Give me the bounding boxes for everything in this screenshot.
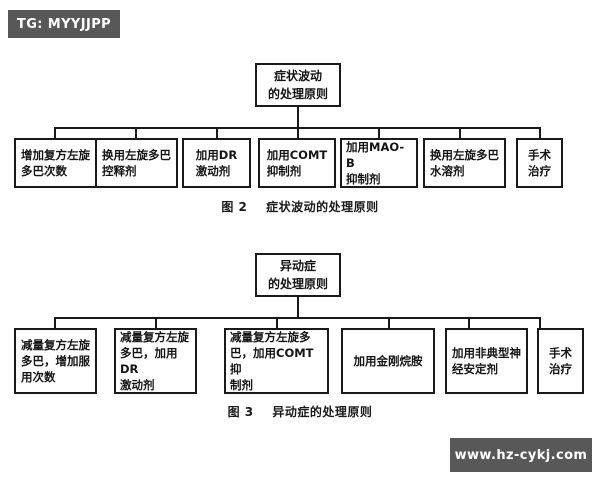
tree-leaf-label-1-5: 加用MAO-B 抑制剂 — [346, 140, 405, 186]
tree-leaf-label-2-4: 加用金刚烷胺 — [353, 354, 423, 368]
tree-leaf-node-1-5: 加用MAO-B 抑制剂 — [340, 138, 418, 188]
site-watermark-text: www.hz-cykj.com — [454, 447, 588, 463]
tree-diagram-1: 症状波动 的处理原则 增加复方左旋 多巴次数 换用左旋多巴 控释剂 加用DR 激… — [0, 55, 600, 205]
tree-leaf-label-1-1: 增加复方左旋 多巴次数 — [21, 148, 90, 178]
tree-leaf-node-2-2: 减量复方左旋 多巴，加用DR 激动剂 — [114, 328, 197, 394]
tree-leaf-node-1-1: 增加复方左旋 多巴次数 — [14, 138, 97, 188]
tree-leaf-label-1-4: 加用COMT 抑制剂 — [266, 148, 328, 178]
tree-leaf-label-2-3: 减量复方左旋多 巴，加用COMT抑 制剂 — [230, 330, 314, 392]
tree-leaf-label-1-7: 手术 治疗 — [528, 148, 551, 178]
figure-dyskinesia: 异动症 的处理原则 减量复方左旋 多巴，增加服 用次数 减量复方左旋 多巴，加用… — [0, 245, 600, 400]
figure-caption-1: 图 2 症状波动的处理原则 — [0, 198, 600, 215]
tree-leaf-label-2-6: 手术 治疗 — [549, 346, 572, 376]
telegram-watermark-text: TG: MYYJJPP — [16, 16, 112, 32]
figure-caption-text-1: 症状波动的处理原则 — [266, 200, 379, 214]
leaf-stem-1-5 — [378, 127, 380, 138]
leaf-stem-1-6 — [459, 127, 461, 138]
leaf-stem-1-1 — [54, 127, 56, 138]
tree-leaf-label-2-1: 减量复方左旋 多巴，增加服 用次数 — [21, 338, 90, 384]
tree-leaf-node-1-3: 加用DR 激动剂 — [182, 138, 251, 188]
leaf-stem-1-3 — [216, 127, 218, 138]
leaf-stem-2-3 — [276, 317, 278, 328]
leaf-stem-2-6 — [539, 317, 541, 328]
connector-bus-2 — [55, 317, 541, 319]
leaf-stem-2-5 — [468, 317, 470, 328]
tree-leaf-node-1-7: 手术 治疗 — [516, 138, 563, 188]
tree-leaf-label-2-5: 加用非典型神 经安定剂 — [452, 346, 521, 376]
figure-caption-text-2: 异动症的处理原则 — [272, 405, 373, 419]
tree-leaf-label-1-6: 换用左旋多巴 水溶剂 — [430, 148, 499, 178]
tree-leaf-node-2-5: 加用非典型神 经安定剂 — [445, 328, 528, 394]
leaf-stem-2-1 — [54, 317, 56, 328]
tree-leaf-node-2-1: 减量复方左旋 多巴，增加服 用次数 — [14, 328, 97, 394]
leaf-stem-1-7 — [539, 127, 541, 138]
leaf-stem-1-2 — [135, 127, 137, 138]
tree-root-label-1: 症状波动 的处理原则 — [267, 69, 328, 101]
tree-leaf-node-1-6: 换用左旋多巴 水溶剂 — [423, 138, 506, 188]
root-stem-2 — [297, 297, 299, 317]
figure-caption-number-2: 图 3 — [227, 405, 254, 419]
tree-leaf-label-1-3: 加用DR 激动剂 — [195, 148, 238, 178]
figure-caption-2: 图 3 异动症的处理原则 — [0, 403, 600, 420]
root-stem-1 — [297, 107, 299, 127]
leaf-stem-2-4 — [388, 317, 390, 328]
tree-leaf-node-1-4: 加用COMT 抑制剂 — [258, 138, 336, 188]
tree-root-label-2: 异动症 的处理原则 — [267, 259, 328, 291]
tree-leaf-node-1-2: 换用左旋多巴 控释剂 — [95, 138, 178, 188]
tree-root-node-2: 异动症 的处理原则 — [255, 253, 341, 297]
tree-root-node-1: 症状波动 的处理原则 — [255, 63, 341, 107]
tree-leaf-label-2-2: 减量复方左旋 多巴，加用DR 激动剂 — [120, 330, 189, 392]
figure-caption-number-1: 图 2 — [221, 200, 248, 214]
tree-leaf-node-2-4: 加用金刚烷胺 — [341, 328, 435, 394]
leaf-stem-1-4 — [297, 127, 299, 138]
figure-symptom-fluctuation: 症状波动 的处理原则 增加复方左旋 多巴次数 换用左旋多巴 控释剂 加用DR 激… — [0, 55, 600, 205]
tree-diagram-2: 异动症 的处理原则 减量复方左旋 多巴，增加服 用次数 减量复方左旋 多巴，加用… — [0, 245, 600, 400]
tree-leaf-label-1-2: 换用左旋多巴 控释剂 — [102, 148, 171, 178]
leaf-stem-2-2 — [155, 317, 157, 328]
site-watermark-badge: www.hz-cykj.com — [450, 438, 592, 472]
telegram-watermark-badge: TG: MYYJJPP — [8, 10, 120, 38]
tree-leaf-node-2-3: 减量复方左旋多 巴，加用COMT抑 制剂 — [224, 328, 329, 394]
tree-leaf-node-2-6: 手术 治疗 — [537, 328, 584, 394]
